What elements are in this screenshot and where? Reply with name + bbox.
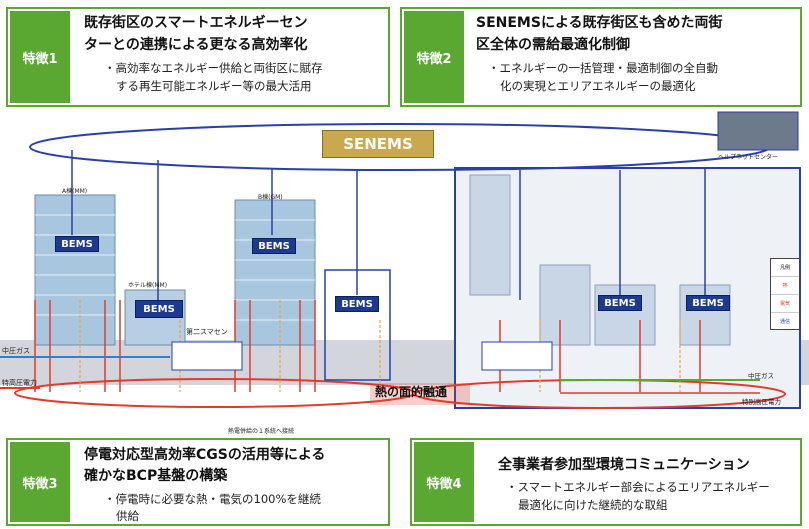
gas-label-right: 中圧ガス [748,372,774,380]
feature-3-title-line-2: 確かなBCP基盤の構築 [84,468,228,484]
feature-2-title-line-1: SENEMSによる既存街区も含めた両街 [476,15,723,31]
tower-a [34,194,116,346]
feature-4-tag: 特徴4 [414,442,474,522]
feature-2-box: 特徴2 SENEMSによる既存街区も含めた両街 区全体の需給最適化制御 ・エネル… [400,7,802,107]
senems-box: SENEMS [322,130,434,158]
hotel-label: ホテル棟(MM) [128,282,168,289]
bems-center: BEMS [335,296,379,312]
feature-3-desc-line-2: 供給 [116,509,139,523]
legend-title: 凡例 [771,259,799,277]
feature-1-title-line-1: 既存街区のスマートエネルギーセン [84,15,308,31]
feature-3-title-line-1: 停電対応型高効率CGSの活用等による [84,447,326,463]
senems-label: SENEMS [343,135,413,153]
existing-building-2 [594,284,656,346]
existing-building-1 [539,264,591,346]
gas-label-left: 中圧ガス [2,347,30,355]
feature-3-box: 特徴3 停電対応型高効率CGSの活用等による 確かなBCP基盤の構築 ・停電時に… [6,438,390,526]
feature-4-desc-line-2: 最適化に向けた継続的な取組 [518,498,668,512]
control-room-right [481,341,553,371]
feature-4-desc-line-1: ・スマートエネルギー部会によるエリアエネルギー [506,480,770,494]
existing-tower [469,174,511,296]
bems-hotel: BEMS [135,300,183,318]
feature-1-title-line-2: ターとの連携による更なる高効率化 [84,37,308,53]
bems-existing-1: BEMS [598,295,642,311]
feature-1-desc-line-2: する再生可能エネルギー等の最大活用 [116,79,312,93]
heat-network-label: 熱の面的融通 [375,385,448,399]
tower-a-label: A棟(MM) [62,188,88,195]
control-room-left [171,341,243,371]
feature-4-title-line-1: 全事業者参加型環境コミュニケーション [498,457,750,473]
bems-existing-2: BEMS [686,295,730,311]
legend-power: 電気 [771,295,799,313]
power-label-right: 特別高圧電力 [742,398,781,406]
tower-b [234,199,316,346]
feature-2-tag: 特徴2 [404,11,464,103]
heat-link [370,383,470,405]
feature-3-tag: 特徴3 [10,442,70,522]
feature-1-desc-line-1: ・高効率なエネルギー供給と両街区に賦存 [104,61,323,75]
support-center-label: ヘルプネットセンター [718,154,779,161]
feature-2-desc-line-2: 化の実現とエリアエネルギーの最適化 [500,79,696,93]
legend-heat: 熱 [771,277,799,295]
legend-comm: 通信 [779,319,790,325]
center-plant-label: 第二スマセン [186,328,228,336]
bems-tower-a: BEMS [55,236,99,252]
bems-tower-b: BEMS [252,238,296,254]
power-label-left: 特高圧電力 [2,379,37,387]
feature-3-desc-line-1: ・停電時に必要な熱・電気の100%を継続 [104,492,321,506]
tower-b-label: B棟(GM) [258,194,283,201]
feature-1-box: 特徴1 既存街区のスマートエネルギーセン ターとの連携による更なる高効率化 ・高… [6,7,390,107]
feature-2-desc-line-1: ・エネルギーの一括管理・最適制御の全自動 [488,61,718,75]
feature-2-title-line-2: 区全体の需給最適化制御 [476,37,630,53]
feature-4-box: 特徴4 全事業者参加型環境コミュニケーション ・スマートエネルギー部会によるエリ… [410,438,802,526]
legend: 凡例 熱 電気 通信 [770,258,800,330]
bottom-note: 熱電併給の１系統へ接続 [228,428,295,435]
support-center-photo [717,111,799,151]
feature-1-tag: 特徴1 [10,11,70,103]
